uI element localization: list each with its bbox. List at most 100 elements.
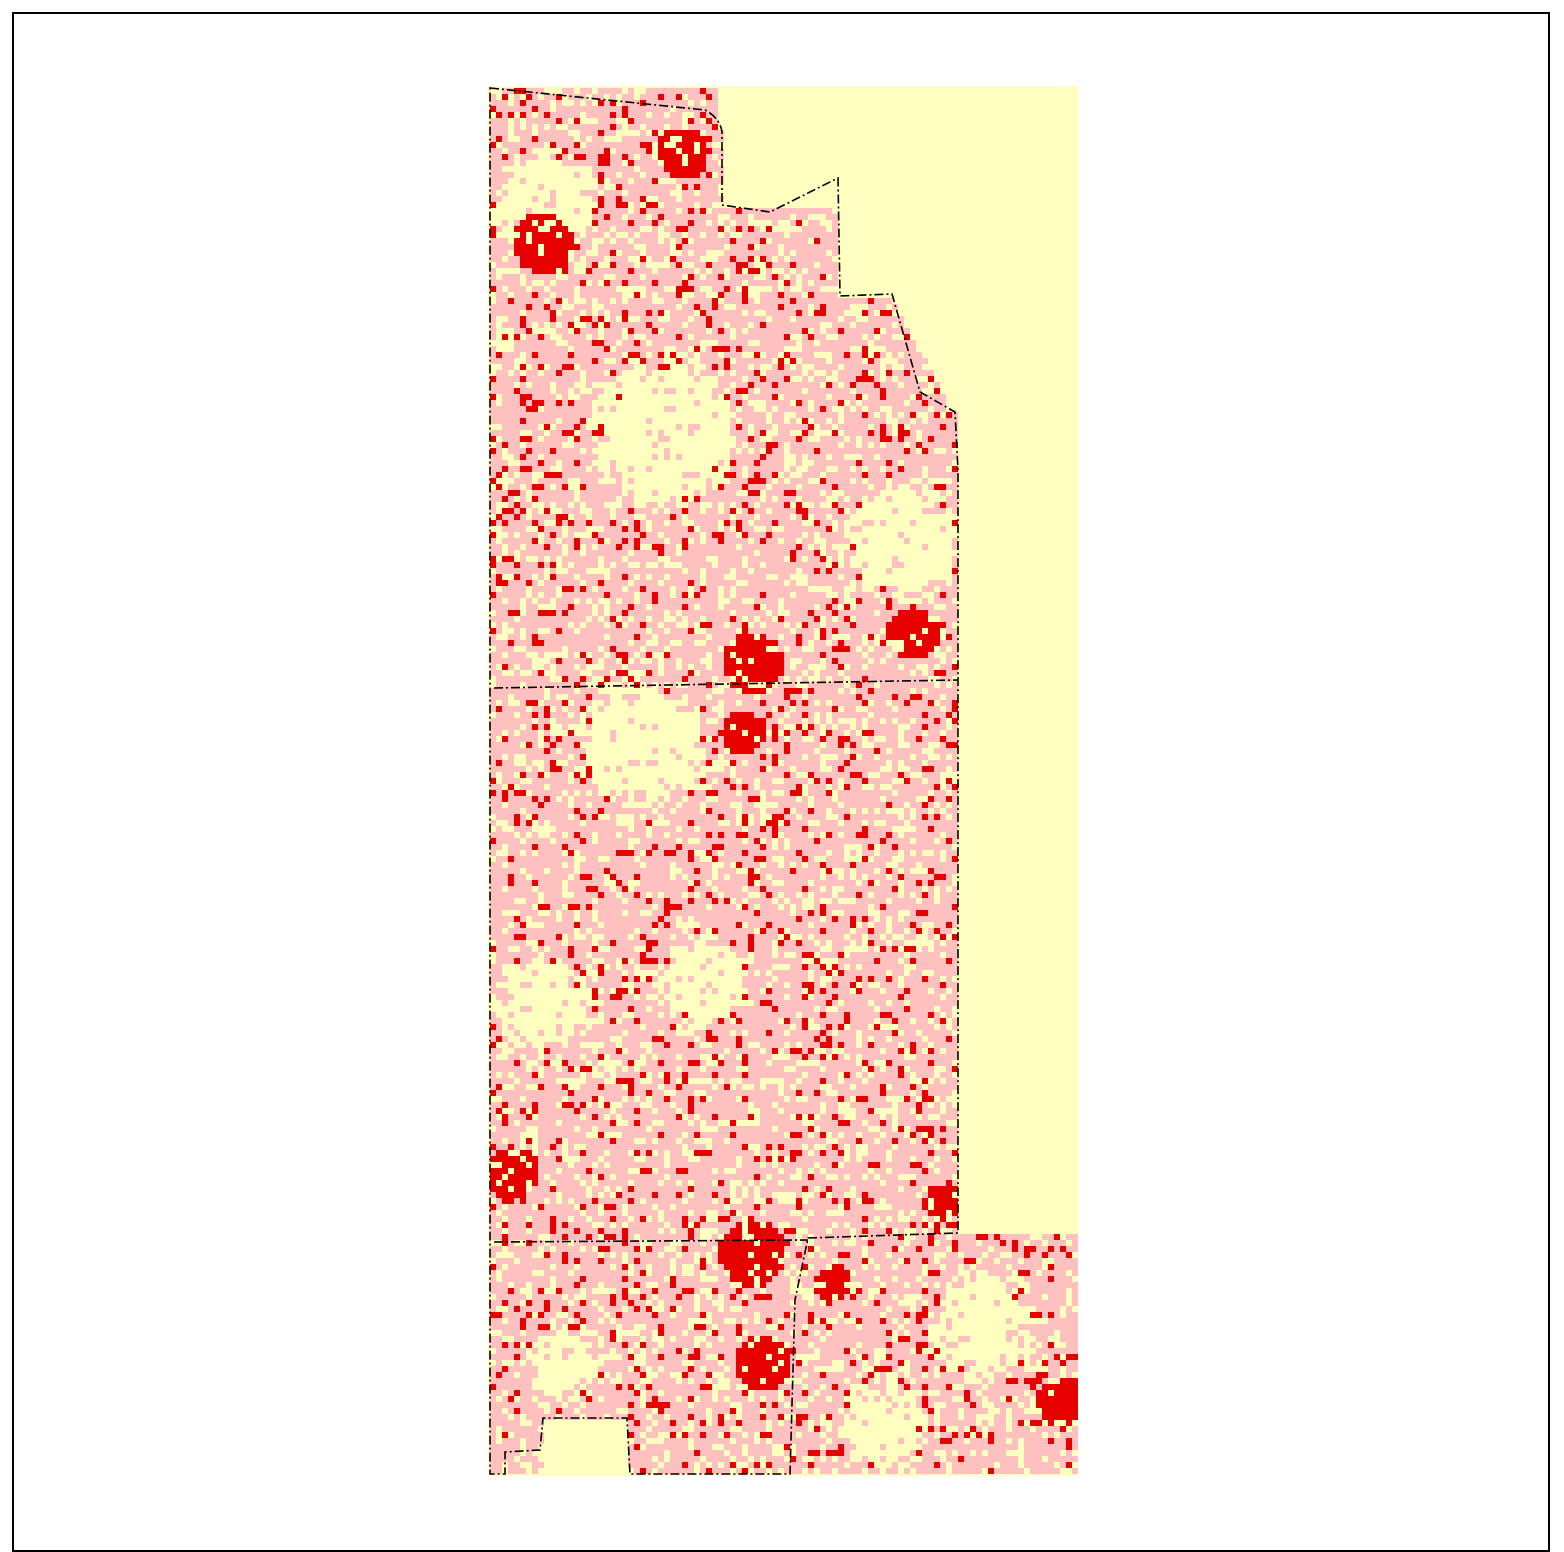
raster-cell-mid: [838, 676, 844, 682]
raster-cell-high: [562, 238, 568, 244]
raster-cell-mid: [694, 88, 700, 94]
raster-cell-mid: [628, 112, 634, 118]
raster-cell-mid: [556, 496, 562, 502]
raster-cell-mid: [496, 448, 502, 454]
raster-cell-mid: [694, 226, 700, 232]
raster-cell-high: [916, 610, 922, 616]
raster-cell-mid: [856, 640, 862, 646]
raster-cell-mid: [796, 562, 802, 568]
raster-cell-mid: [514, 682, 520, 688]
raster-cell-mid: [808, 388, 814, 394]
raster-cell-mid: [766, 358, 772, 364]
raster-cell-mid: [760, 556, 766, 562]
raster-cell-mid: [676, 238, 682, 244]
raster-cell-mid: [874, 712, 880, 718]
raster-cell-mid: [808, 208, 814, 214]
raster-cell-mid: [706, 484, 712, 490]
raster-cell-mid: [796, 520, 802, 526]
raster-cell-mid: [508, 532, 514, 538]
raster-cell-mid: [916, 418, 922, 424]
raster-cell-mid: [490, 322, 496, 328]
raster-cell-mid: [694, 220, 700, 226]
raster-cell-mid: [916, 370, 922, 376]
raster-cell-mid: [616, 190, 622, 196]
raster-cell-high: [916, 736, 922, 742]
raster-cell-high: [892, 694, 898, 700]
raster-cell-mid: [652, 184, 658, 190]
raster-cell-mid: [544, 376, 550, 382]
raster-cell-mid: [598, 436, 604, 442]
raster-cell-mid: [814, 316, 820, 322]
raster-cell-mid: [736, 586, 742, 592]
raster-cell-mid: [748, 466, 754, 472]
raster-cell-mid: [724, 250, 730, 256]
raster-cell-mid: [742, 526, 748, 532]
raster-cell-mid: [700, 268, 706, 274]
raster-cell-mid: [646, 328, 652, 334]
raster-cell-mid: [844, 670, 850, 676]
raster-cell-mid: [508, 388, 514, 394]
raster-cell-mid: [604, 508, 610, 514]
raster-cell-mid: [514, 688, 520, 694]
raster-cell-mid: [754, 208, 760, 214]
raster-cell-mid: [526, 454, 532, 460]
raster-cell-mid: [754, 442, 760, 448]
raster-cell-mid: [760, 580, 766, 586]
raster-cell-mid: [556, 130, 562, 136]
raster-cell-mid: [928, 418, 934, 424]
raster-cell-mid: [772, 280, 778, 286]
raster-cell-mid: [502, 394, 508, 400]
raster-cell-mid: [826, 652, 832, 658]
raster-cell-mid: [766, 460, 772, 466]
raster-cell-mid: [544, 466, 550, 472]
raster-cell-mid: [664, 88, 670, 94]
raster-cell-mid: [736, 604, 742, 610]
raster-cell-mid: [580, 682, 586, 688]
raster-cell-high: [874, 382, 880, 388]
raster-cell-mid: [814, 640, 820, 646]
raster-cell-mid: [688, 508, 694, 514]
raster-cell-mid: [760, 214, 766, 220]
raster-cell-mid: [616, 298, 622, 304]
raster-cell-mid: [490, 604, 496, 610]
raster-cell-high: [742, 298, 748, 304]
raster-cell-mid: [850, 676, 856, 682]
raster-cell-mid: [946, 418, 952, 424]
raster-cell-high: [760, 646, 766, 652]
raster-cell-mid: [796, 616, 802, 622]
raster-cell-mid: [730, 208, 736, 214]
raster-cell-high: [928, 646, 934, 652]
raster-cell-mid: [820, 226, 826, 232]
raster-cell-mid: [550, 640, 556, 646]
raster-cell-mid: [844, 358, 850, 364]
raster-cell-mid: [688, 106, 694, 112]
raster-cell-high: [568, 364, 574, 370]
raster-cell-mid: [928, 394, 934, 400]
raster-cell-mid: [592, 388, 598, 394]
raster-cell-mid: [910, 730, 916, 736]
raster-cell-mid: [850, 442, 856, 448]
raster-cell-mid: [748, 208, 754, 214]
raster-cell-mid: [604, 334, 610, 340]
raster-cell-mid: [688, 574, 694, 580]
raster-cell-mid: [754, 544, 760, 550]
raster-cell-high: [754, 370, 760, 376]
raster-cell-mid: [634, 250, 640, 256]
raster-cell-mid: [490, 490, 496, 496]
raster-cell-mid: [538, 682, 544, 688]
raster-cell-mid: [838, 352, 844, 358]
raster-cell-mid: [664, 238, 670, 244]
raster-cell-mid: [826, 340, 832, 346]
raster-cell-high: [676, 244, 682, 250]
raster-cell-mid: [820, 496, 826, 502]
raster-cell-mid: [538, 100, 544, 106]
raster-cell-mid: [580, 346, 586, 352]
raster-cell-mid: [850, 340, 856, 346]
raster-cell-mid: [802, 280, 808, 286]
raster-cell-mid: [628, 154, 634, 160]
raster-cell-high: [712, 124, 718, 130]
raster-cell-mid: [520, 532, 526, 538]
raster-cell-mid: [838, 454, 844, 460]
raster-cell-high: [556, 370, 562, 376]
raster-cell-high: [562, 586, 568, 592]
